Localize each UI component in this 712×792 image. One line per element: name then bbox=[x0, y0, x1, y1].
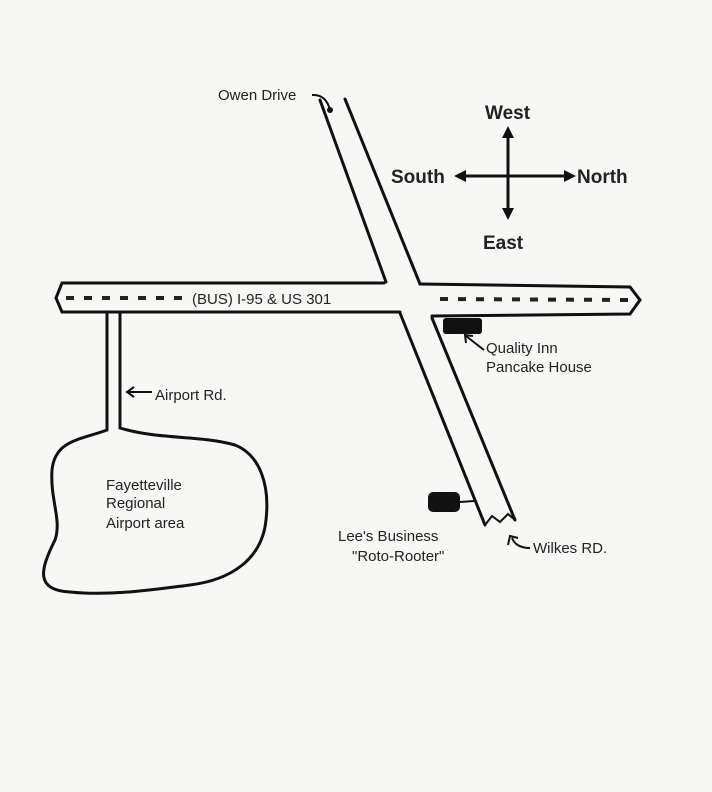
airport-road bbox=[105, 311, 122, 432]
owen-drive-label: Owen Drive bbox=[218, 87, 296, 104]
airport-label-line3: Airport area bbox=[106, 515, 185, 532]
wilkes-rd-arrow bbox=[507, 534, 531, 549]
airport-label-line2: Regional bbox=[106, 495, 165, 512]
lees-business-building-icon bbox=[428, 492, 460, 512]
compass: West South North East bbox=[391, 103, 628, 254]
wilkes-rd-label: Wilkes RD. bbox=[533, 540, 607, 557]
quality-inn-building-icon bbox=[443, 318, 482, 334]
compass-north: North bbox=[577, 167, 628, 188]
compass-east: East bbox=[483, 233, 524, 254]
compass-south: South bbox=[391, 167, 445, 188]
lees-label-line1: Lee's Business bbox=[338, 528, 438, 545]
lees-label-line2: "Roto-Rooter" bbox=[352, 548, 444, 565]
quality-inn-label-line2: Pancake House bbox=[486, 359, 592, 376]
airport-rd-label: Airport Rd. bbox=[155, 387, 227, 404]
owen-drive-road bbox=[318, 97, 517, 527]
airport-label-line1: Fayetteville bbox=[106, 477, 182, 494]
airport-rd-arrow bbox=[125, 386, 152, 398]
highway-label: (BUS) I-95 & US 301 bbox=[192, 291, 331, 308]
compass-west: West bbox=[485, 103, 531, 124]
airport-area bbox=[42, 426, 269, 595]
quality-inn-label-line1: Quality Inn bbox=[486, 340, 558, 357]
quality-inn-arrow bbox=[463, 333, 485, 351]
highway-i95-us301: (BUS) I-95 & US 301 bbox=[54, 281, 642, 318]
